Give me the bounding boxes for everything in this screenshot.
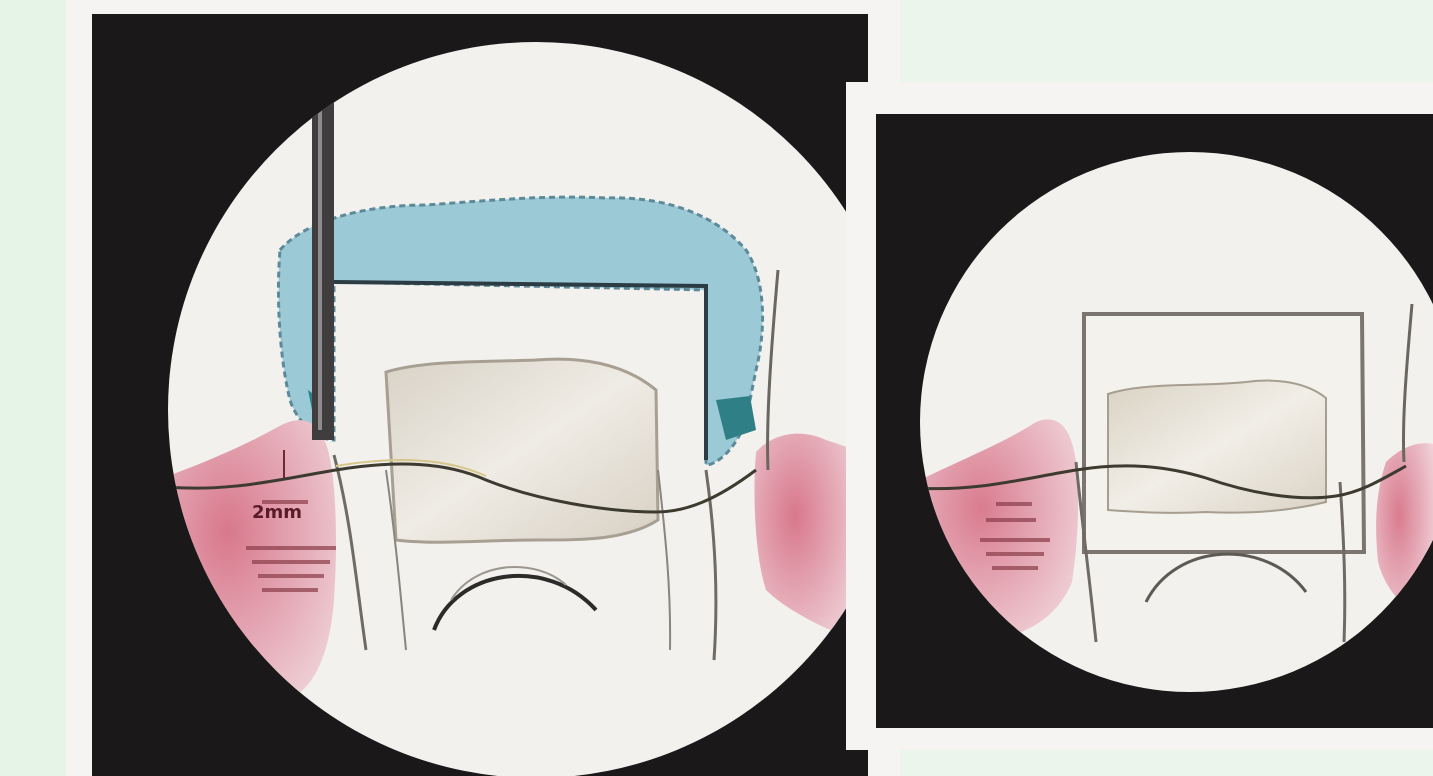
page-margin (0, 0, 66, 776)
left-diagram-panel: 2mm (66, 0, 900, 776)
measure-label: 2mm (252, 502, 302, 523)
probe-highlight (318, 100, 322, 430)
tooth-crown (386, 359, 658, 542)
right-diagram-panel (846, 82, 1433, 750)
tooth-crown (1108, 381, 1326, 513)
periodontal-probe (312, 100, 334, 440)
left-diagram: 2mm (66, 0, 900, 776)
right-diagram (846, 82, 1433, 750)
